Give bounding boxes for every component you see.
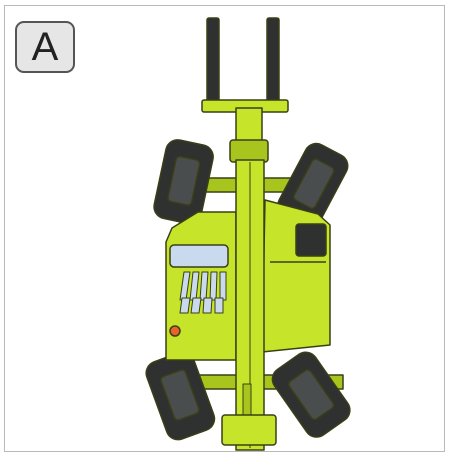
boom <box>229 107 269 451</box>
cab-window <box>169 244 229 268</box>
rear-left-wheel <box>145 351 216 441</box>
cab <box>165 211 237 361</box>
forks <box>201 17 289 113</box>
panel-label: A <box>15 21 75 73</box>
engine-housing <box>261 199 331 353</box>
counterweight <box>221 414 277 446</box>
roof-grille <box>179 271 227 314</box>
rear-right-wheel <box>271 351 351 438</box>
panel-label-text: A <box>31 25 59 69</box>
front-left-wheel <box>153 139 214 225</box>
indicator-light <box>169 325 181 337</box>
